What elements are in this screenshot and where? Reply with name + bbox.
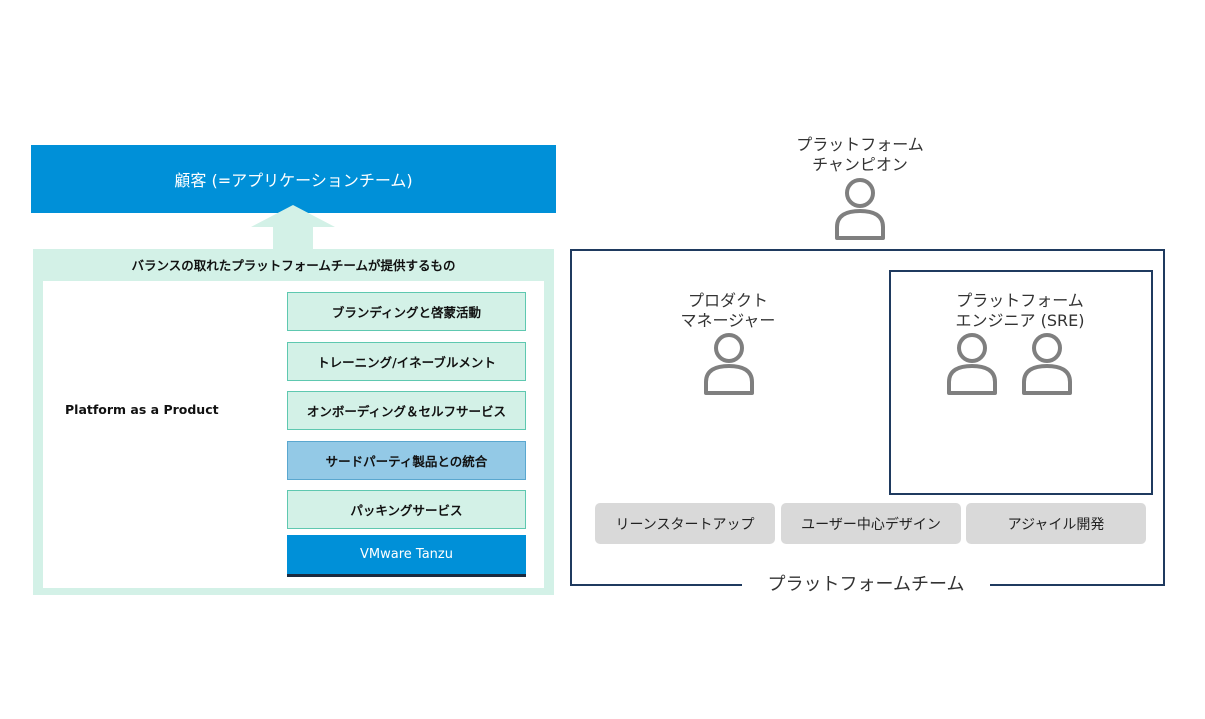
sre-line1: プラットフォーム — [956, 291, 1084, 310]
offer-item-packaging: パッキングサービス — [287, 490, 526, 529]
sre-group-frame — [889, 270, 1153, 495]
offer-item-label: ブランディングと啓蒙活動 — [331, 305, 482, 320]
champion-line2: チャンピオン — [812, 155, 908, 174]
champion-line1: プラットフォーム — [796, 135, 924, 154]
pm-line1: プロダクト — [687, 291, 768, 310]
offer-item-onboarding: オンボーディング＆セルフサービス — [287, 391, 526, 430]
pm-role-label: プロダクト マネージャー — [638, 291, 818, 331]
platform-bar: VMware Tanzu — [287, 535, 526, 577]
customer-header: 顧客 (=アプリケーションチーム) — [31, 145, 556, 213]
offer-item-label: サードパーティ製品との統合 — [325, 454, 488, 469]
person-icon — [835, 178, 885, 240]
offer-item-label: オンボーディング＆セルフサービス — [306, 404, 507, 419]
offer-item-training: トレーニング/イネーブルメント — [287, 342, 526, 381]
pm-line2: マネージャー — [680, 311, 776, 330]
offer-item-label: トレーニング/イネーブルメント — [317, 355, 496, 370]
sre-line2: エンジニア (SRE) — [955, 311, 1085, 330]
person-icon — [1022, 333, 1072, 395]
practice-pill-lean-startup: リーンスタートアップ — [595, 503, 775, 544]
practice-pill-agile: アジャイル開発 — [966, 503, 1146, 544]
offer-title: バランスの取れたプラットフォームチームが提供するもの — [131, 258, 456, 273]
offer-item-label: パッキングサービス — [350, 503, 463, 518]
up-arrow-icon — [251, 205, 335, 252]
person-icon — [704, 333, 754, 395]
practice-label: ユーザー中心デザイン — [801, 516, 941, 533]
offer-item-branding: ブランディングと啓蒙活動 — [287, 292, 526, 331]
platform-as-a-product-label: Platform as a Product — [65, 402, 219, 417]
sre-role-label: プラットフォーム エンジニア (SRE) — [920, 291, 1120, 331]
practice-label: リーンスタートアップ — [615, 516, 755, 533]
practice-label: アジャイル開発 — [1007, 516, 1105, 533]
offer-item-integration: サードパーティ製品との統合 — [287, 441, 526, 480]
platform-label: VMware Tanzu — [360, 547, 453, 562]
person-icon — [947, 333, 997, 395]
platform-team-label: プラットフォームチーム — [742, 571, 990, 599]
customer-label: 顧客 (=アプリケーションチーム) — [174, 171, 413, 190]
champion-role-label: プラットフォーム チャンピオン — [770, 135, 950, 175]
practice-pill-ucd: ユーザー中心デザイン — [781, 503, 961, 544]
